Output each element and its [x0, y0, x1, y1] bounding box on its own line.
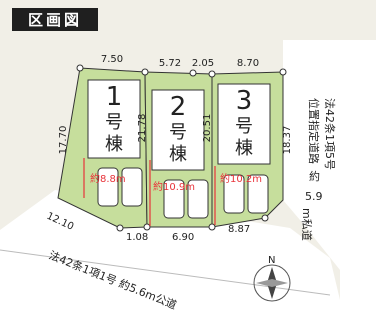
lot-2-distance: 約10.9m: [153, 180, 195, 193]
page-title: 区画図: [12, 8, 98, 31]
dim-bottom1: 1.08: [126, 232, 148, 243]
dim-top2: 5.72: [159, 58, 181, 69]
house-3: [217, 83, 271, 165]
lot-1-distance: 約8.8m: [90, 172, 126, 185]
lot-1-label: 号: [105, 112, 123, 133]
house-1: [87, 79, 141, 159]
lot-3-label: 号: [235, 116, 253, 137]
south-road: [0, 190, 340, 329]
lot-1-number: 1: [106, 82, 123, 112]
house-2: [151, 89, 205, 171]
east-road-line4: 5.9: [305, 190, 323, 203]
dim-top4: 8.70: [237, 58, 259, 69]
lot-2-label: 号: [169, 122, 187, 143]
dim-bottom3: 8.87: [228, 224, 250, 235]
dim-top3: 2.05: [192, 58, 214, 69]
lot-3-number: 3: [236, 86, 253, 116]
lot-3-distance: 約10.2m: [220, 172, 262, 185]
dim-mid12: 21.78: [137, 114, 148, 143]
dim-right: 18.37: [282, 126, 293, 155]
lot-1-label2: 棟: [105, 134, 123, 155]
east-road-line3: 約: [309, 169, 320, 183]
lot-2-number: 2: [170, 92, 187, 122]
compass-north: N: [268, 255, 275, 266]
east-road: [283, 40, 376, 329]
east-road-line1: 法42条1項5号: [323, 98, 337, 170]
east-road-line5: m私道: [300, 208, 314, 241]
east-road-line2: 位置指定道路: [307, 98, 321, 164]
dim-top1: 7.50: [101, 54, 123, 65]
dim-mid23: 20.51: [202, 114, 213, 143]
lot-3-label2: 棟: [235, 138, 253, 159]
compass-icon: [253, 264, 291, 302]
dim-left: 17.70: [58, 126, 69, 155]
dim-bottom2: 6.90: [172, 232, 194, 243]
lot-2-label2: 棟: [169, 144, 187, 165]
